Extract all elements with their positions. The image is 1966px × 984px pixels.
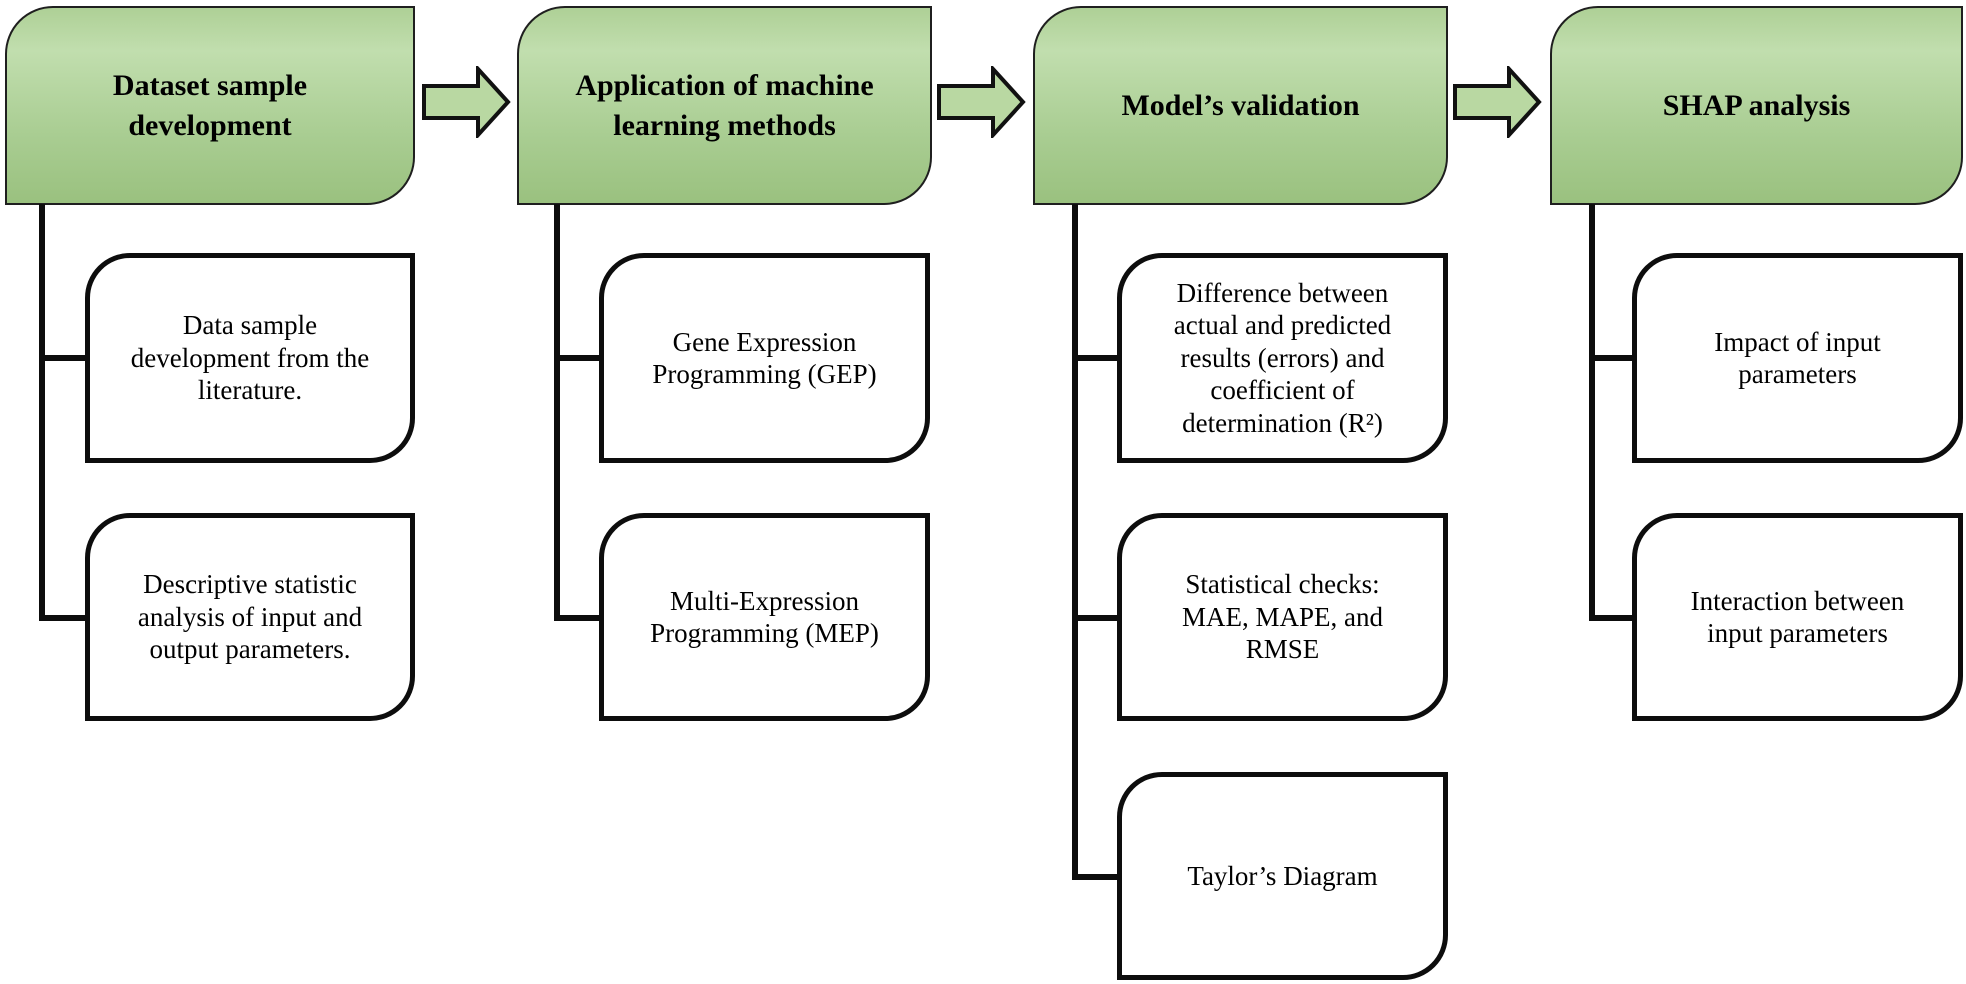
right-arrow-icon: [422, 66, 511, 138]
right-arrow-icon: [1453, 66, 1542, 138]
connector-vertical-line: [39, 204, 45, 621]
connector-vertical-line: [1072, 204, 1078, 880]
stage-dataset-sample-development: Dataset sample development: [5, 6, 415, 205]
connector-branch-line: [39, 615, 85, 621]
stage-shap-analysis: SHAP analysis: [1550, 6, 1963, 205]
child-label: Gene Expression Programming (GEP): [652, 326, 877, 389]
connector-branch-line: [1072, 874, 1117, 880]
child-multi-expression-programming: Multi-Expression Programming (MEP): [599, 513, 930, 721]
child-label: Statistical checks: MAE, MAPE, and RMSE: [1182, 569, 1383, 665]
connector-branch-line: [1072, 615, 1117, 621]
connector-branch-line: [1072, 355, 1117, 361]
child-data-sample-development: Data sample development from the literat…: [85, 253, 415, 463]
child-label: Interaction between input parameters: [1690, 585, 1905, 648]
connector-branch-line: [39, 355, 85, 361]
child-impact-of-input-parameters: Impact of input parameters: [1632, 253, 1963, 463]
child-taylors-diagram: Taylor’s Diagram: [1117, 772, 1448, 980]
stage-title: Model’s validation: [1121, 88, 1360, 122]
child-label: Descriptive statistic analysis of input …: [137, 569, 363, 665]
connector-branch-line: [1589, 615, 1632, 621]
connector-vertical-line: [1589, 204, 1595, 621]
connector-vertical-line: [554, 204, 560, 621]
right-arrow-icon: [937, 66, 1026, 138]
stage-machine-learning-methods: Application of machine learning methods: [517, 6, 932, 205]
child-label: Multi-Expression Programming (MEP): [650, 585, 879, 648]
child-statistical-checks: Statistical checks: MAE, MAPE, and RMSE: [1117, 513, 1448, 721]
child-errors-and-r2: Difference between actual and predicted …: [1117, 253, 1448, 463]
connector-branch-line: [554, 615, 599, 621]
child-label: Data sample development from the literat…: [130, 310, 370, 406]
stage-title: Application of machine learning methods: [575, 68, 874, 142]
child-label: Impact of input parameters: [1714, 326, 1881, 389]
connector-branch-line: [554, 355, 599, 361]
child-label: Taylor’s Diagram: [1187, 860, 1378, 891]
connector-branch-line: [1589, 355, 1632, 361]
stage-title: Dataset sample development: [112, 68, 308, 142]
stage-model-validation: Model’s validation: [1033, 6, 1448, 205]
child-gene-expression-programming: Gene Expression Programming (GEP): [599, 253, 930, 463]
child-label: Difference between actual and predicted …: [1173, 278, 1392, 438]
stage-title: SHAP analysis: [1662, 88, 1851, 122]
child-interaction-between-input-parameters: Interaction between input parameters: [1632, 513, 1963, 721]
child-descriptive-statistics: Descriptive statistic analysis of input …: [85, 513, 415, 721]
